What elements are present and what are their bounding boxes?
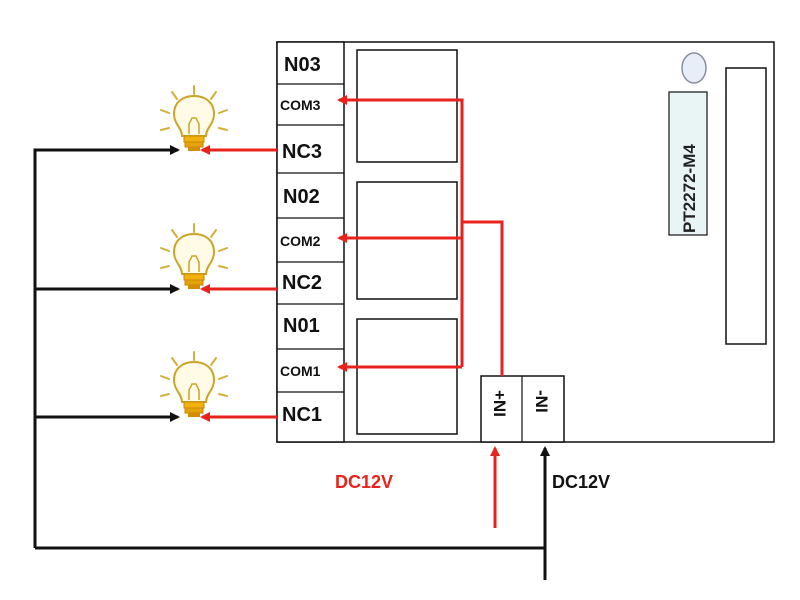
terminal-nc1: NC1 (282, 404, 322, 426)
terminal-nc3: NC3 (282, 141, 322, 163)
terminal-com2: COM2 (280, 233, 321, 249)
neutral-return-wire (33, 145, 545, 550)
power-terminal-plus: +NI (490, 390, 509, 417)
terminal-com3: COM3 (280, 97, 321, 113)
supply-plus-label: DC12V (335, 472, 393, 492)
relay-1 (356, 318, 458, 435)
com-bus-wire (337, 95, 504, 376)
terminal-no3: N03 (284, 54, 321, 76)
relay-2 (356, 181, 458, 300)
terminal-com1: COM1 (280, 363, 321, 379)
relay-3 (356, 49, 458, 163)
decoder-chip (668, 91, 708, 236)
lightbulb-icon (160, 351, 228, 418)
decoder-chip-label: PT2272-M4 (680, 144, 699, 233)
lightbulb-icon (160, 223, 228, 290)
lightbulb-icon (160, 85, 228, 152)
indicator-led (681, 52, 707, 84)
rf-module (725, 67, 767, 345)
terminal-nc2: NC2 (282, 272, 322, 294)
power-terminal-minus: -NI (532, 390, 551, 413)
terminal-no1: N01 (283, 315, 320, 337)
power-terminal-block (480, 375, 565, 443)
terminal-no2: N02 (283, 186, 320, 208)
supply-minus-label: DC12V (552, 472, 610, 492)
terminal-block (276, 41, 345, 443)
